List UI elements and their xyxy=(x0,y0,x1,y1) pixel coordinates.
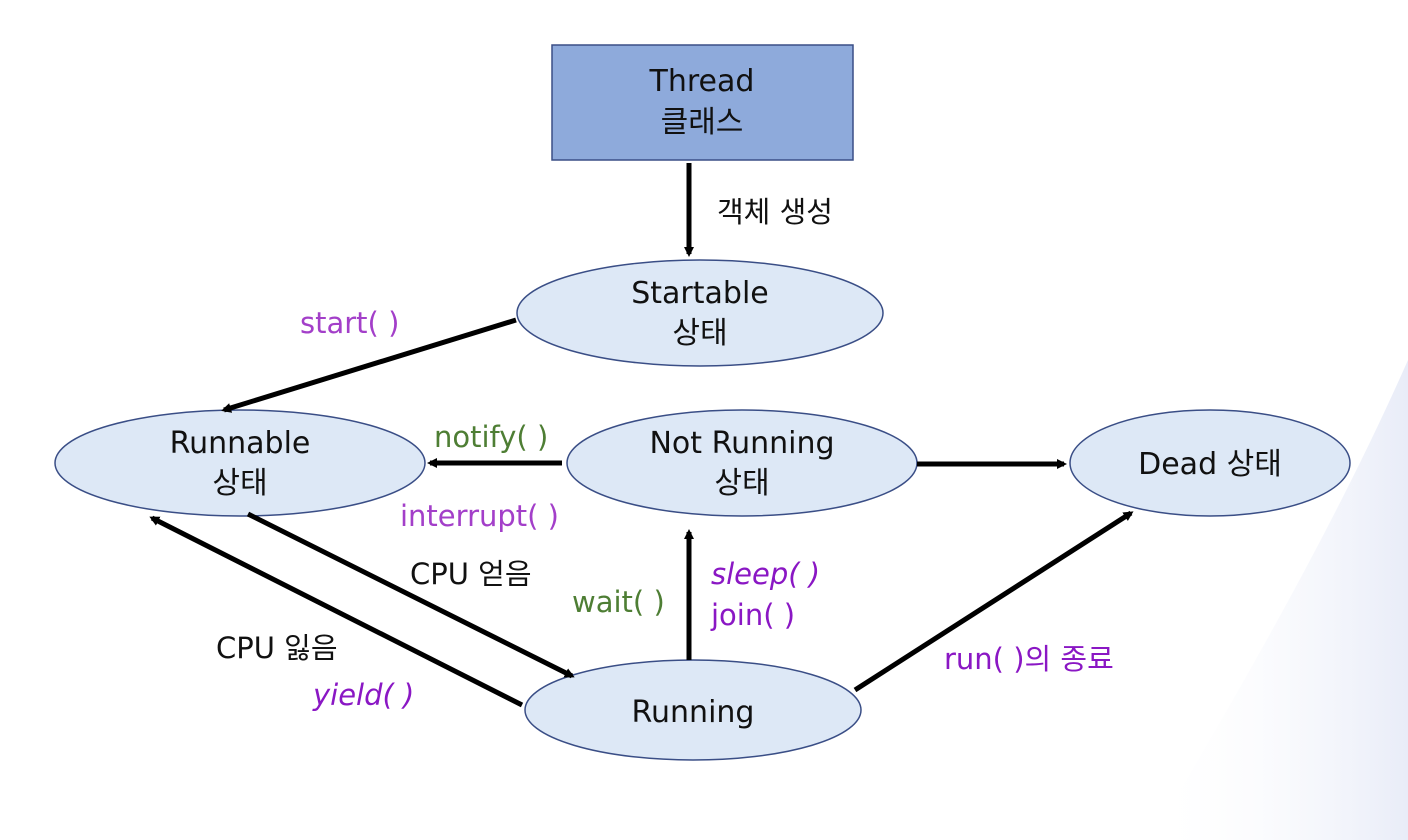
edges xyxy=(149,163,1134,708)
arrow-startable-to-runnable xyxy=(221,317,517,413)
runnable-ellipse xyxy=(54,409,426,517)
runnable-label-1: Runnable xyxy=(170,426,311,461)
label-interrupt: interrupt( ) xyxy=(400,499,559,533)
thread-class-label-1: Thread xyxy=(649,64,755,99)
running-label: Running xyxy=(632,695,755,730)
not-running-label-2: 상태 xyxy=(714,466,769,501)
background-decoration xyxy=(1150,360,1408,840)
thread-class-box: Thread 클래스 xyxy=(551,44,854,161)
arrow-running-to-dead xyxy=(853,510,1134,693)
thread-class-rect xyxy=(551,44,854,161)
thread-class-label-2: 클래스 xyxy=(661,105,744,140)
label-cpu-lose: CPU 잃음 xyxy=(216,631,338,665)
label-sleep: sleep( ) xyxy=(711,557,820,591)
label-join: join( ) xyxy=(710,598,795,632)
label-yield: yield( ) xyxy=(312,678,414,712)
startable-label-1: Startable xyxy=(631,276,769,311)
running-ellipse xyxy=(524,659,862,761)
startable-label-2: 상태 xyxy=(672,316,727,351)
label-wait: wait( ) xyxy=(572,585,665,619)
startable-state: Startable 상태 xyxy=(516,259,884,367)
not-running-label-1: Not Running xyxy=(649,426,834,461)
arrow-runnable-to-running xyxy=(246,511,575,679)
not-running-state: Not Running 상태 xyxy=(566,409,918,517)
dead-label: Dead 상태 xyxy=(1138,447,1282,482)
label-notify: notify( ) xyxy=(434,420,548,454)
runnable-label-2: 상태 xyxy=(212,466,267,501)
label-cpu-get: CPU 얻음 xyxy=(410,557,532,591)
label-create-object: 객체 생성 xyxy=(717,195,833,229)
label-run-end: run( )의 종료 xyxy=(944,642,1114,676)
dead-state: Dead 상태 xyxy=(1069,409,1351,517)
running-state: Running xyxy=(524,659,862,761)
startable-ellipse xyxy=(516,259,884,367)
label-start: start( ) xyxy=(300,306,399,340)
dead-ellipse xyxy=(1069,409,1351,517)
arrow-running-to-runnable xyxy=(149,515,524,708)
runnable-state: Runnable 상태 xyxy=(54,409,426,517)
